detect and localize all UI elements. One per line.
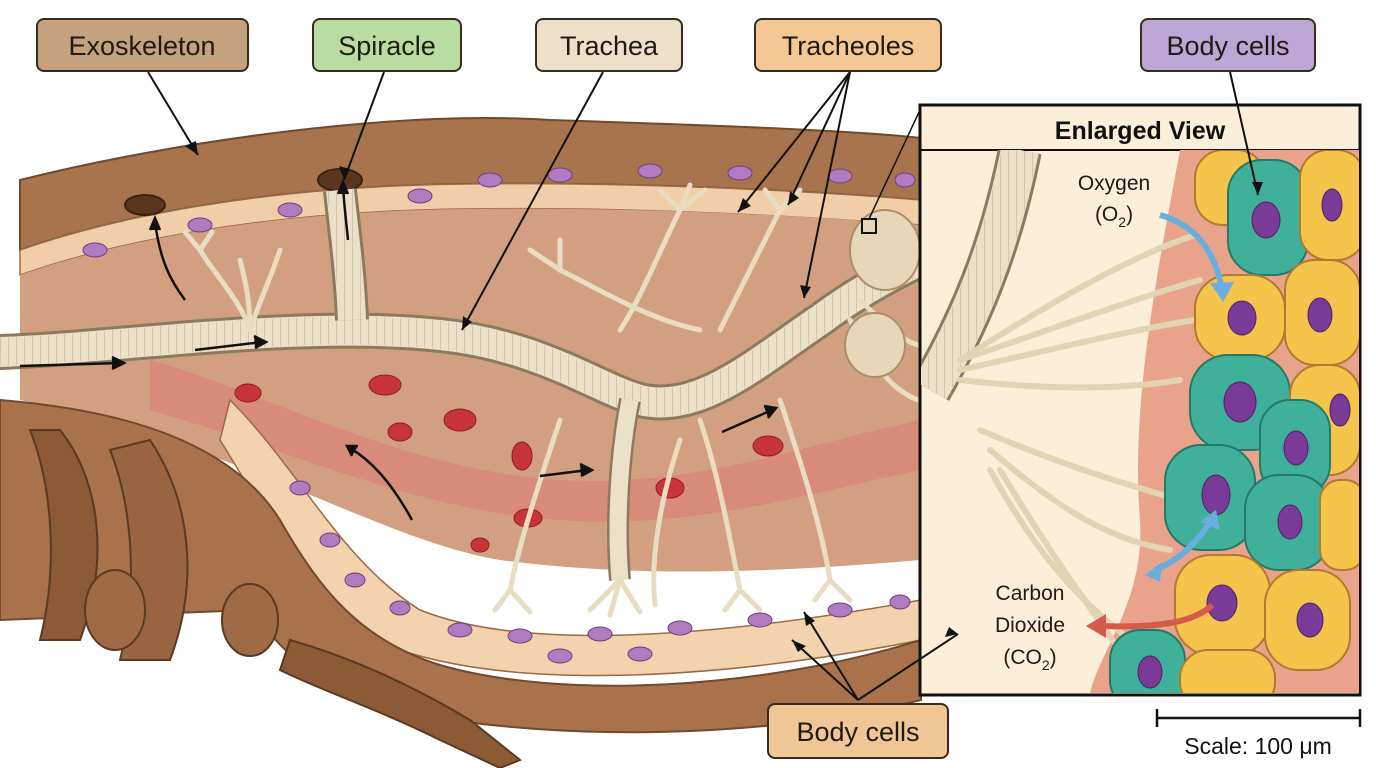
inset-cell-nuclei [1137,188,1351,689]
label-body-cells-top: Body cells [1140,18,1316,72]
label-exoskeleton-text: Exoskeleton [68,31,215,61]
upper-epithelial-nuclei [82,163,916,258]
label-tracheoles: Tracheoles [754,18,942,72]
label-trachea-text: Trachea [560,31,659,61]
zoom-marker [861,109,921,234]
label-exoskeleton: Exoskeleton [36,18,249,72]
co2-formula: (CO2) [1003,646,1056,673]
gas-exchange-arrow [1145,510,1220,582]
oxygen-arrow [1159,212,1234,302]
scale-bar: Scale: 100 μm [1155,709,1362,759]
body-cross-section [0,117,939,768]
inset-trachea [921,150,1042,401]
label-spiracle-text: Spiracle [338,31,436,61]
co2-note: Carbon Dioxide (CO2) [995,582,1065,673]
blood-vessel [150,360,921,522]
co2-arrow [1086,602,1215,638]
inset-body-cells [1109,150,1359,693]
label-tracheoles-text: Tracheoles [782,31,915,61]
label-body-cells-bottom: Body cells [767,703,949,759]
lower-epithelial-nuclei [289,480,911,664]
oxygen-word: Oxygen [1078,172,1150,195]
co2-line-2: Dioxide [995,614,1065,637]
fat-body-lumps [844,209,921,378]
scale-bar-text: Scale: 100 μm [1184,733,1332,759]
main-trachea [0,188,939,581]
oxygen-formula: (O2) [1095,203,1133,230]
airflow-arrows [19,178,779,521]
label-body-cells-top-text: Body cells [1166,31,1289,61]
label-trachea: Trachea [535,18,683,72]
label-spiracle: Spiracle [312,18,462,72]
label-body-cells-bottom-text: Body cells [796,717,919,747]
leader-arrowheads [185,141,1263,652]
legs [28,429,522,768]
leader-lines [147,71,1259,701]
co2-line-1: Carbon [996,582,1065,605]
oxygen-note: Oxygen (O2) [1078,172,1150,230]
enlarged-view-inset: Enlarged View [918,103,1362,697]
inset-title: Enlarged View [1055,117,1226,145]
